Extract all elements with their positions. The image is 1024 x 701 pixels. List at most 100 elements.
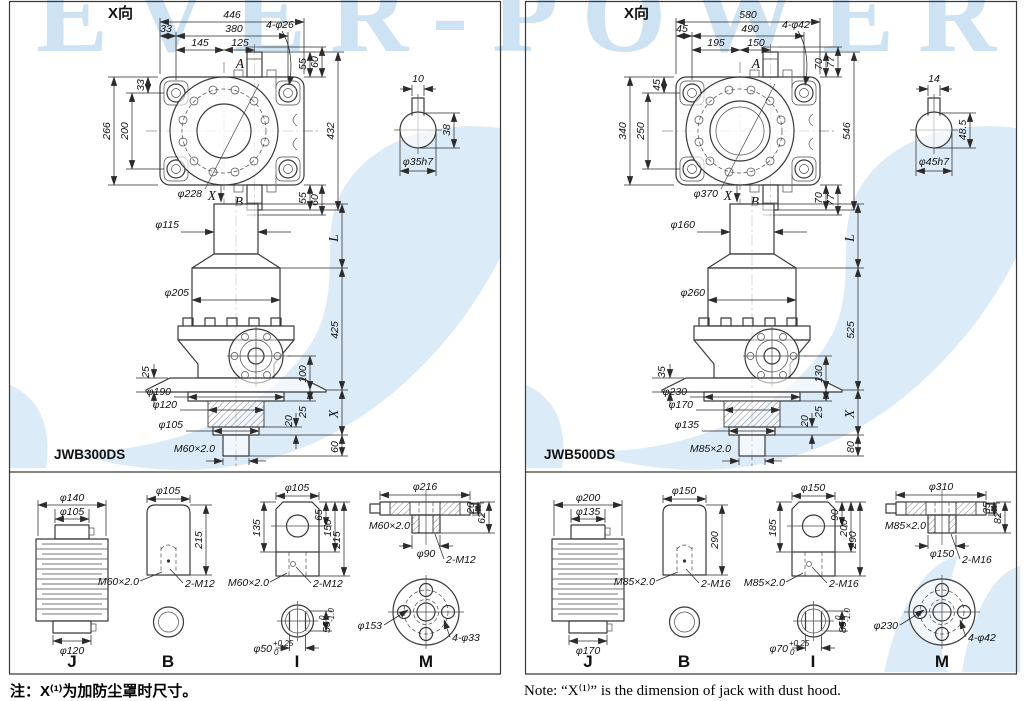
dim-label: 4-φ33 [452,632,480,644]
drawing-line [260,115,270,125]
drawing-line [166,559,171,563]
bellows [35,538,109,622]
dim-label: 432 [325,122,337,140]
detail-label-m: M [419,652,433,671]
drawing-line [624,18,860,216]
coupling-cylinder [662,504,707,576]
drawing-line [418,626,434,642]
detail-m: φ216 20 62 M60×2.0 φ90 2-M12 φ153 4-φ33 … [358,481,495,671]
dim-label: A [235,56,245,71]
dim-label: B [235,194,243,209]
dim-label: 150 [747,37,765,49]
drawing-line [181,88,267,174]
dim-label: φ228 [178,188,203,200]
drawing-line [54,524,90,540]
top-view [662,44,834,218]
dim-label: φ150 [801,482,826,494]
drawing-line [927,514,936,534]
flange-bolts [178,85,270,177]
drawing-line [108,18,344,216]
drawing-line [42,543,102,615]
drawing-line [418,502,434,533]
dim-label: 0 [274,648,279,657]
dim-label: 48.5 [957,120,969,141]
dim-label: 135 [251,519,263,537]
dim-label: 10 [412,73,424,85]
shaft-section-view: 10 38 φ35h7 [394,73,460,176]
dim-label: 290 [709,531,721,550]
drawing-line [171,88,181,98]
dim-label: φ135 [675,419,700,431]
drawing-line [959,619,967,638]
dim-label: φ150 [672,485,697,497]
dim-label: M85×2.0 [885,520,926,532]
dim-label: X [842,409,857,419]
drawing-line [682,559,687,563]
drawing-line [929,599,955,625]
dim-label: φ153 [358,620,383,632]
detail-label-i: I [811,652,816,671]
detail-j: φ140 φ105 φ120 J [35,492,109,671]
dim-label: 20 [799,415,811,428]
drawing-line [749,184,760,193]
dim-label: 33 [135,79,147,91]
drawing-line [687,164,697,174]
drawing-line [36,548,108,610]
dim-label: 2-M16 [961,554,992,566]
drawing-line [204,83,260,190]
drawing-line [934,502,950,533]
bellows [551,538,625,622]
dim-label: φ105 [60,506,85,518]
dim-label: M85×2.0 [614,576,655,588]
dim-label: 25 [140,366,152,379]
clevis-block [791,501,836,577]
dim-label: 90 [829,509,841,521]
detail-i: φ150 185 90 200 290 M85×2.0 2-M16 φ70+0.… [744,482,866,671]
dim-label: 4-φ42 [968,632,996,644]
dim-label: M85×2.0 [744,577,785,589]
drawing-line [70,126,500,470]
drawing-line [782,69,793,78]
dim-label: φ105 [285,482,310,494]
drawing-line [799,88,809,98]
dim-label: B [751,194,759,209]
dim-label: 70 [813,192,825,204]
detail-label-j: J [67,652,76,671]
protection-tube [191,267,281,327]
drawing-line [189,96,199,106]
dim-label: M60×2.0 [228,577,269,589]
flange-circle [685,76,795,186]
threaded-sleeve [207,400,265,428]
detail-m: φ310 35 82 M85×2.0 φ150 2-M16 φ230 4-φ42… [874,481,1011,671]
drawing-line [52,620,92,634]
dim-label: 4-φ42 [782,19,810,31]
drawing-line [794,159,814,179]
dim-label: 340 [617,122,629,140]
dim-label: 2-M12 [445,554,476,566]
drawing-line [793,601,834,641]
drawing-line [950,533,961,560]
dim-label: 45 [651,79,663,91]
drawing-line [158,611,179,633]
dim-label: 25 [813,406,825,419]
drawing-line [230,167,240,177]
drawing-line [196,103,252,159]
detail-b: φ105 215 M60×2.0 2-M12 B [98,485,215,671]
drawing-line [709,100,771,162]
drawing-line [266,184,277,193]
detail-label-b: B [678,652,690,671]
drawing-line [676,544,693,573]
drawing-line [558,543,618,615]
drawing-line [804,552,823,576]
dim-label: 33 [160,23,172,35]
dim-label: 490 [741,23,759,35]
front-view [661,196,843,466]
detail-i: φ105 135 65 150 215 M60×2.0 2-M12 φ50+0.… [228,482,350,671]
input-shaft-a [762,51,779,78]
drawing-line [791,78,814,184]
note-english: Note: “X⁽¹⁾” is the dimension of jack wi… [524,683,841,699]
dim-label: 195 [707,37,725,49]
dim-label: 55 [297,58,309,70]
dim-label: φ260 [681,287,706,299]
drawing-line [724,85,734,95]
